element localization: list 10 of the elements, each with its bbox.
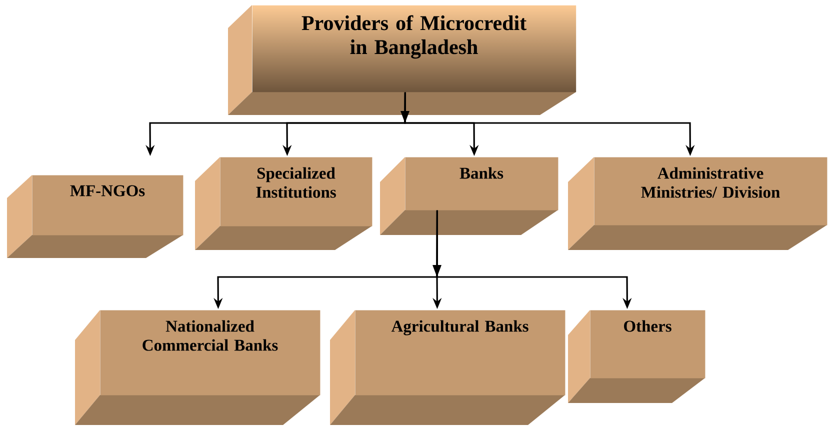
box: Nationalized Commercial Banks bbox=[75, 310, 320, 425]
box: Banks bbox=[380, 157, 558, 235]
box: Specialized Institutions bbox=[195, 157, 372, 250]
arrow-head bbox=[400, 111, 410, 123]
arrow-head bbox=[432, 265, 442, 277]
title-box: Providers of Microcredit in Bangladesh bbox=[228, 5, 576, 115]
box: Others bbox=[568, 310, 706, 403]
box: Agricultural Banks bbox=[330, 310, 566, 425]
box: MF-NGOs bbox=[7, 175, 184, 258]
box: Administrative Ministries/ Division bbox=[568, 157, 828, 250]
